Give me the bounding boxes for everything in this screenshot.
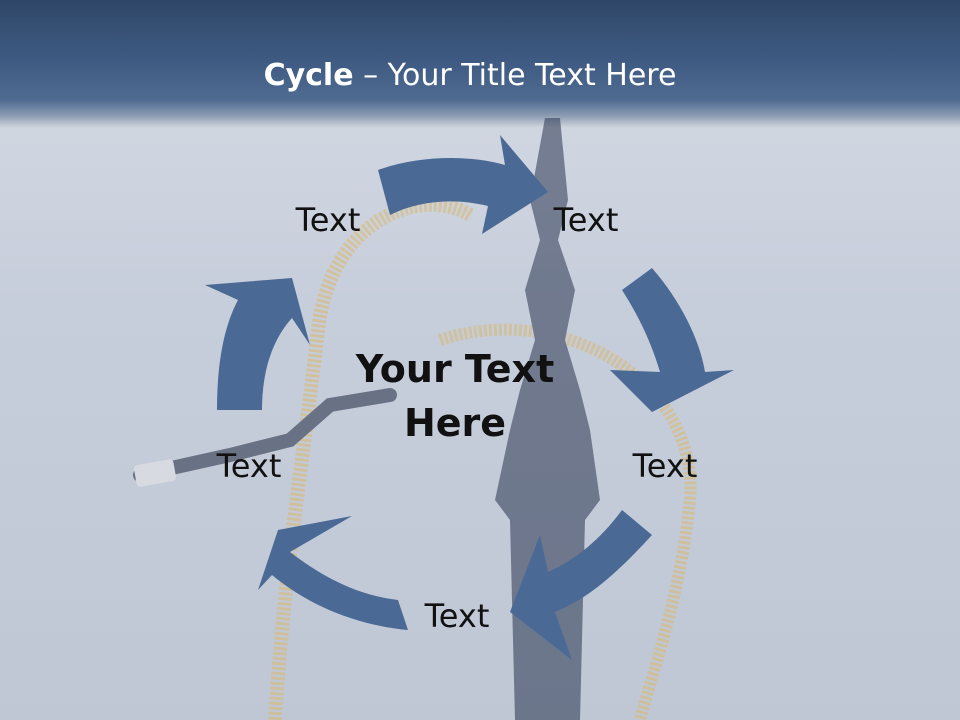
title-keyword: Cycle [263,58,354,93]
cycle-label-bottom[interactable]: Text [424,597,490,635]
hookah-hose [268,197,474,720]
cycle-label-right[interactable]: Text [632,447,698,485]
cycle-arrows [205,135,734,660]
cycle-label-left[interactable]: Text [216,447,282,485]
hookah-tip [134,459,176,487]
cycle-label-top-left[interactable]: Text [295,201,361,239]
title-band [0,0,960,128]
arrow-bottom [258,516,408,630]
arrow-left [205,278,310,410]
cycle-label-top-right[interactable]: Text [553,201,619,239]
arrow-right-lower [510,510,652,660]
slide-title[interactable]: Cycle – Your Title Text Here [0,56,940,96]
arrow-right-upper [610,268,734,412]
arrow-top [378,135,548,234]
center-text[interactable]: Your Text Here [355,347,555,445]
title-text: – Your Title Text Here [353,58,677,93]
hookah-mouthpiece [133,388,397,482]
